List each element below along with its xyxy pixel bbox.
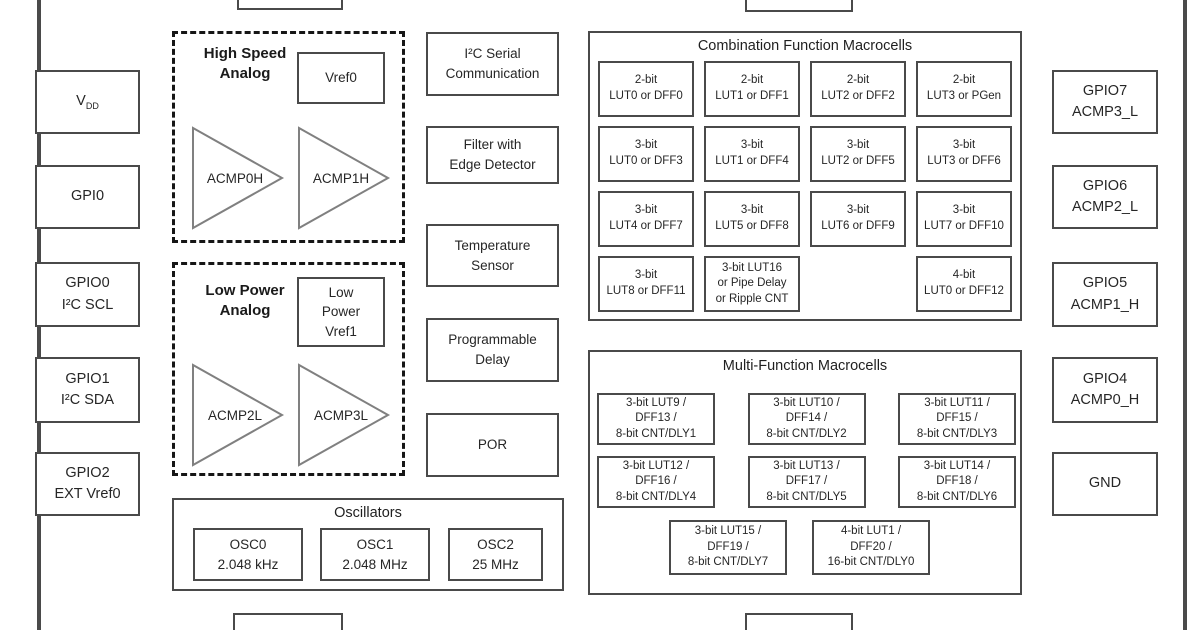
pin-gpio7-acmp3l: GPIO7 ACMP3_L [1052,70,1158,134]
comparator-acmp3l-label: ACMP3L [314,408,369,423]
macrocell-lut2-dff2: 2-bit LUT2 or DFF2 [810,61,906,117]
comparator-acmp3l: ACMP3L [298,363,391,467]
macrocell-lut16-pipe-ripple: 3-bit LUT16 or Pipe Delay or Ripple CNT [704,256,800,312]
macrocell-4bit-lut0-dff12: 4-bit LUT0 or DFF12 [916,256,1012,312]
pin-gnd: GND [1052,452,1158,516]
pin-gpio4-acmp0h: GPIO4 ACMP0_H [1052,357,1158,423]
pin-gpio0-scl: GPIO0 I²C SCL [35,262,140,327]
chip-border-right [1183,0,1187,630]
partial-pad-top-right [745,0,853,12]
combination-macrocells-title: Combination Function Macrocells [697,38,913,54]
comparator-acmp2l: ACMP2L [192,363,285,467]
comparator-acmp1h: ACMP1H [298,126,391,230]
macrocell-lut11-dff15-dly3: 3-bit LUT11 / DFF15 / 8-bit CNT/DLY3 [898,393,1016,445]
osc1-block: OSC1 2.048 MHz [320,528,430,581]
macrocell-4bit-lut1-dff20-dly0: 4-bit LUT1 / DFF20 / 16-bit CNT/DLY0 [812,520,930,575]
macrocell-lut12-dff16-dly4: 3-bit LUT12 / DFF16 / 8-bit CNT/DLY4 [597,456,715,508]
low-power-analog-group: Low Power Analog Low Power Vref1 ACMP2L … [172,262,405,476]
macrocell-lut15-dff19-dly7: 3-bit LUT15 / DFF19 / 8-bit CNT/DLY7 [669,520,787,575]
high-speed-analog-title: High Speed Analog [203,45,287,83]
multi-function-macrocells-grid: 3-bit LUT9 / DFF13 / 8-bit CNT/DLY1 3-bi… [597,393,1016,508]
partial-pad-top-left [237,0,343,10]
macrocell-lut10-dff14-dly2: 3-bit LUT10 / DFF14 / 8-bit CNT/DLY2 [747,393,866,445]
partial-pad-bottom-left [233,613,343,630]
macrocell-lut3-pgen: 2-bit LUT3 or PGen [916,61,1012,117]
macrocell-lut13-dff17-dly5: 3-bit LUT13 / DFF17 / 8-bit CNT/DLY5 [747,456,866,508]
oscillators-title: Oscillators [334,505,402,521]
pin-gpio6-acmp2l: GPIO6 ACMP2_L [1052,165,1158,229]
macrocell-lut3-dff6: 3-bit LUT3 or DFF6 [916,126,1012,182]
comparator-acmp0h-label: ACMP0H [207,171,263,186]
pin-gpio5-acmp1h: GPIO5 ACMP1_H [1052,262,1158,327]
macrocell-lut1-dff4: 3-bit LUT1 or DFF4 [704,126,800,182]
macrocell-lut7-dff10: 3-bit LUT7 or DFF10 [916,191,1012,247]
filter-edge-detector-block: Filter with Edge Detector [426,126,559,184]
combination-macrocells-group: Combination Function Macrocells 2-bit LU… [588,31,1022,321]
pin-gpio1-sda: GPIO1 I²C SDA [35,357,140,423]
pin-vdd-label: VDD [76,93,99,111]
combination-macrocells-grid: 2-bit LUT0 or DFF0 2-bit LUT1 or DFF1 2-… [598,61,1012,312]
macrocell-lut0-dff0: 2-bit LUT0 or DFF0 [598,61,694,117]
low-power-vref1-block: Low Power Vref1 [297,277,385,347]
osc0-block: OSC0 2.048 kHz [193,528,303,581]
macrocell-lut1-dff1: 2-bit LUT1 or DFF1 [704,61,800,117]
comparator-acmp0h: ACMP0H [192,126,285,230]
multi-function-macrocells-title: Multi-Function Macrocells [722,358,888,374]
pin-vdd: VDD [35,70,140,134]
macrocell-lut4-dff7: 3-bit LUT4 or DFF7 [598,191,694,247]
i2c-serial-communication-block: I²C Serial Communication [426,32,559,96]
temperature-sensor-block: Temperature Sensor [426,224,559,287]
high-speed-analog-group: High Speed Analog Vref0 ACMP0H ACMP1H [172,31,405,243]
vref0-block: Vref0 [297,52,385,104]
multi-function-macrocells-group: Multi-Function Macrocells 3-bit LUT9 / D… [588,350,1022,595]
pin-gpio2-extvref0: GPIO2 EXT Vref0 [35,452,140,516]
partial-pad-bottom-right [745,613,853,630]
oscillators-group: Oscillators OSC0 2.048 kHz OSC1 2.048 MH… [172,498,564,591]
macrocell-lut14-dff18-dly6: 3-bit LUT14 / DFF18 / 8-bit CNT/DLY6 [898,456,1016,508]
pin-gpi0: GPI0 [35,165,140,229]
programmable-delay-block: Programmable Delay [426,318,559,382]
macrocell-lut8-dff11: 3-bit LUT8 or DFF11 [598,256,694,312]
por-block: POR [426,413,559,477]
macrocell-lut2-dff5: 3-bit LUT2 or DFF5 [810,126,906,182]
osc2-block: OSC2 25 MHz [448,528,543,581]
comparator-acmp2l-label: ACMP2L [208,408,263,423]
macrocell-lut6-dff9: 3-bit LUT6 or DFF9 [810,191,906,247]
comparator-acmp1h-label: ACMP1H [313,171,369,186]
macrocell-lut5-dff8: 3-bit LUT5 or DFF8 [704,191,800,247]
macrocell-lut9-dff13-dly1: 3-bit LUT9 / DFF13 / 8-bit CNT/DLY1 [597,393,715,445]
macrocell-lut0-dff3: 3-bit LUT0 or DFF3 [598,126,694,182]
macrocell-empty-slot [810,256,906,312]
low-power-analog-title: Low Power Analog [205,282,285,320]
